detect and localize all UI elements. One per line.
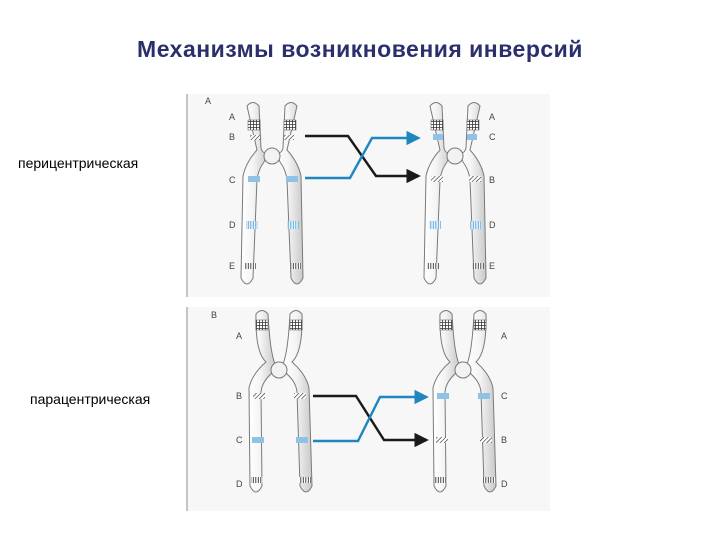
gene-label: B: [229, 132, 235, 142]
gene-label: C: [501, 391, 508, 401]
chromosome-b-right: [433, 311, 496, 493]
inversion-arrows-b: [313, 396, 426, 441]
gene-label: A: [501, 331, 507, 341]
gene-label: B: [236, 391, 242, 401]
chromosome-a-right: [424, 103, 486, 285]
gene-label: A: [229, 112, 235, 122]
chromosome-b-left: [249, 311, 312, 493]
gene-label: A: [489, 112, 495, 122]
panel-a-letter: A: [205, 96, 211, 106]
gene-label: A: [236, 331, 242, 341]
gene-label: C: [229, 175, 236, 185]
gene-label: D: [489, 220, 496, 230]
gene-label: D: [501, 479, 508, 489]
gene-label: C: [489, 132, 496, 142]
inversion-arrows-a: [305, 136, 418, 178]
gene-label: E: [489, 261, 495, 271]
gene-label: B: [501, 435, 507, 445]
panel-b-letter: B: [211, 310, 217, 320]
gene-label: B: [489, 175, 495, 185]
gene-label: C: [236, 435, 243, 445]
gene-label: E: [229, 261, 235, 271]
gene-label: D: [236, 479, 243, 489]
gene-label: D: [229, 220, 236, 230]
chromosome-a-left: [241, 103, 303, 285]
